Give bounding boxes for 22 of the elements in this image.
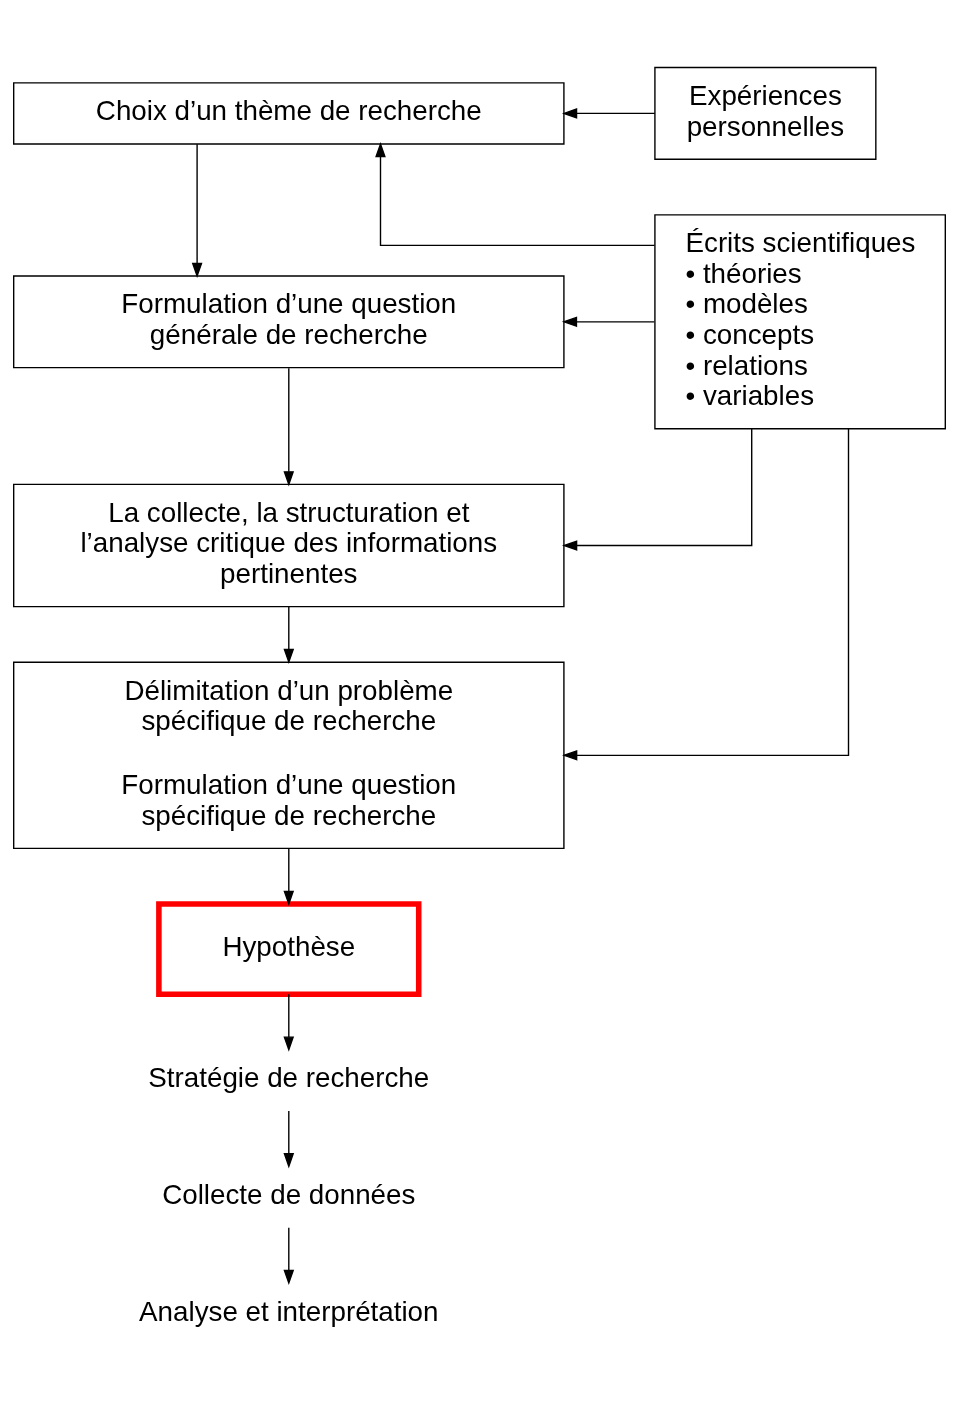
arrow [283, 993, 295, 1052]
arrow [283, 1226, 295, 1285]
arrow [561, 107, 656, 119]
node-text: Analyse et interprétation [139, 1295, 439, 1327]
arrow [562, 427, 850, 761]
node-box: Délimitation d’un problème spécifique de recherche Formulation d’une question spécifique de recherche [13, 661, 565, 849]
arrow [283, 366, 295, 486]
arrow [283, 605, 295, 664]
node-text: Collecte de données [162, 1178, 416, 1210]
node-box: Hypothèse [156, 900, 422, 997]
node-text: Stratégie de recherche [148, 1061, 430, 1093]
node-box: Écrits scientifiques • théories • modèles • concepts • relations • variables [654, 213, 946, 429]
node-box: Expériences personnelles [654, 66, 877, 160]
arrow [561, 315, 655, 327]
node-box: Choix d’un thème de recherche [13, 81, 565, 145]
node-box: Formulation d’une question générale de recherche [13, 274, 565, 368]
arrow [283, 847, 295, 906]
arrow [375, 141, 656, 246]
arrow [283, 1109, 295, 1168]
arrow [191, 142, 203, 278]
node-box: La collecte, la structuration et l’analyse critique des informations pertinentes [13, 483, 565, 607]
arrow [562, 427, 753, 551]
